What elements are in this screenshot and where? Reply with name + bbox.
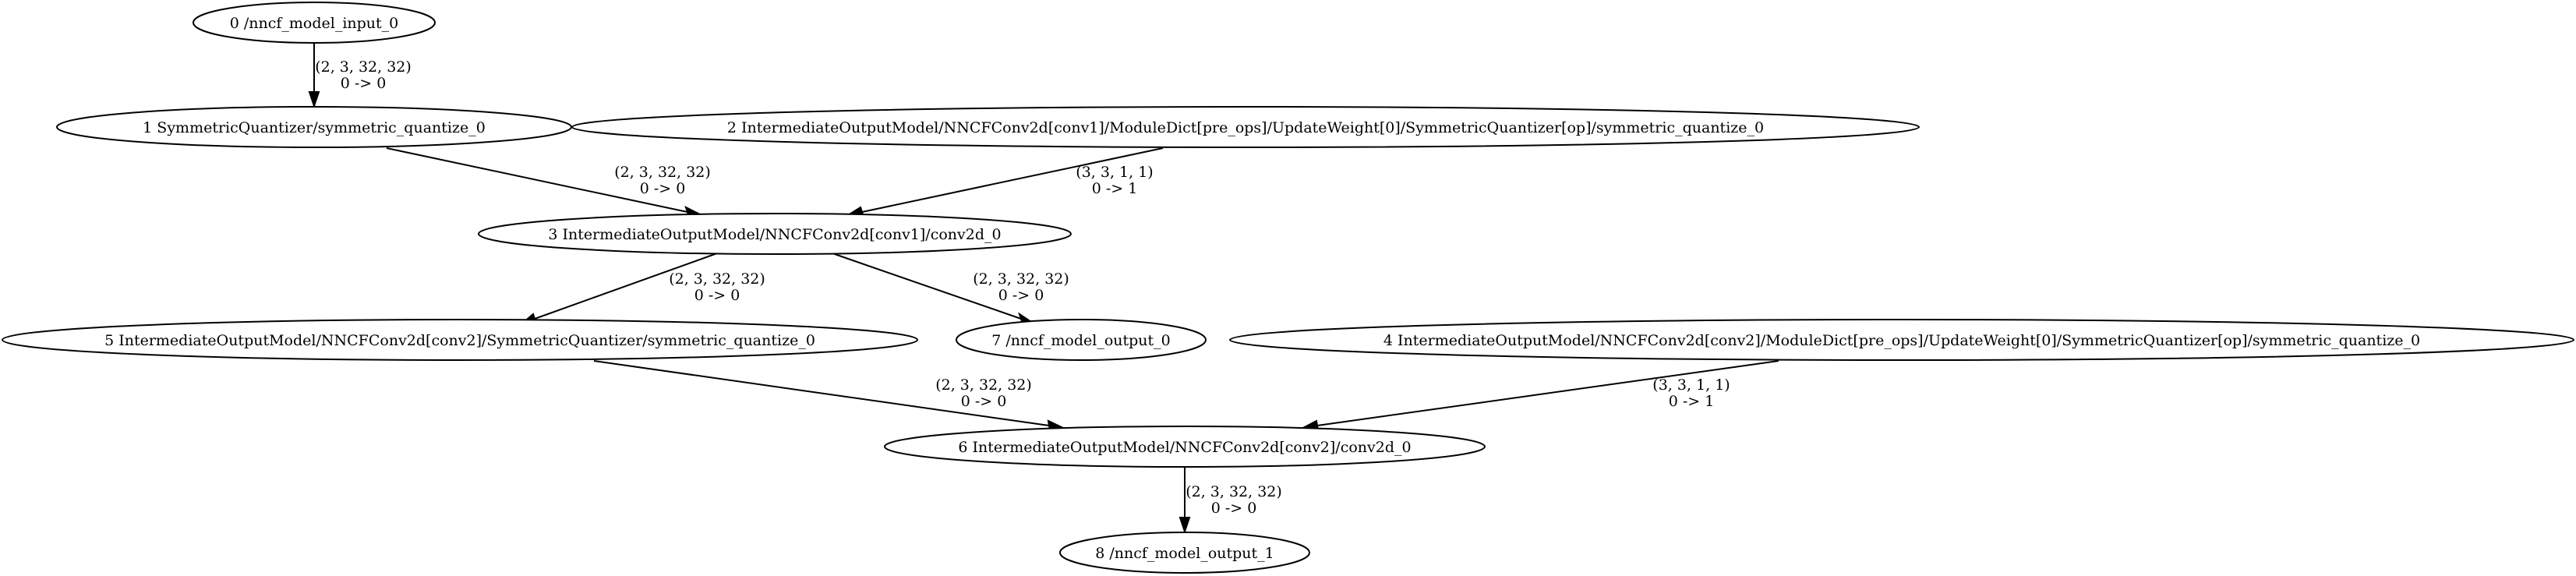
edge-ports-label: 0 -> 1: [1669, 393, 1715, 410]
edge-ports-label: 0 -> 0: [998, 287, 1044, 304]
graph-node: 4 IntermediateOutputModel/NNCFConv2d[con…: [1229, 319, 2574, 361]
edge-shape-label: (2, 3, 32, 32): [614, 164, 711, 181]
graph-node: 7 /nncf_model_output_0: [956, 319, 1207, 361]
edge-3-to-7: (2, 3, 32, 32) 0 -> 0: [832, 253, 1069, 324]
edge-ports-label: 0 -> 0: [694, 287, 740, 304]
node-label: 8 /nncf_model_output_1: [1095, 545, 1274, 562]
edge-1-to-3: (2, 3, 32, 32) 0 -> 0: [386, 147, 711, 218]
edge-0-to-1: (2, 3, 32, 32) 0 -> 0: [308, 44, 412, 109]
edge-ports-label: 0 -> 0: [341, 75, 387, 92]
edge-shape-label: (2, 3, 32, 32): [1186, 483, 1282, 500]
node-label: 7 /nncf_model_output_0: [991, 332, 1171, 349]
node-label: 3 IntermediateOutputModel/NNCFConv2d[con…: [548, 226, 1001, 243]
edge-ports-label: 0 -> 1: [1092, 180, 1138, 197]
node-label: 2 IntermediateOutputModel/NNCFConv2d[con…: [727, 119, 1764, 136]
edge-4-to-6: (3, 3, 1, 1) 0 -> 1: [1299, 360, 1779, 432]
edge-shape-label: (2, 3, 32, 32): [669, 270, 765, 288]
edge-shape-label: (3, 3, 1, 1): [1652, 376, 1730, 394]
node-label: 6 IntermediateOutputModel/NNCFConv2d[con…: [958, 439, 1411, 456]
graph-node: 1 SymmetricQuantizer/symmetric_quantize_…: [56, 106, 572, 148]
node-label: 0 /nncf_model_input_0: [230, 15, 399, 32]
edge-ports-label: 0 -> 0: [961, 393, 1007, 410]
edge-shape-label: (3, 3, 1, 1): [1076, 164, 1153, 181]
graph-node: 6 IntermediateOutputModel/NNCFConv2d[con…: [884, 426, 1486, 468]
node-label: 5 IntermediateOutputModel/NNCFConv2d[con…: [104, 332, 815, 349]
node-label: 4 IntermediateOutputModel/NNCFConv2d[con…: [1383, 332, 2420, 349]
edge-shape-label: (2, 3, 32, 32): [315, 58, 412, 76]
graph-node: 3 IntermediateOutputModel/NNCFConv2d[con…: [478, 213, 1072, 255]
node-label: 1 SymmetricQuantizer/symmetric_quantize_…: [143, 119, 486, 136]
edge-6-to-8: (2, 3, 32, 32) 0 -> 0: [1178, 468, 1282, 535]
edge-5-to-6: (2, 3, 32, 32) 0 -> 0: [593, 360, 1068, 432]
edge-shape-label: (2, 3, 32, 32): [973, 270, 1069, 288]
edge-2-to-3: (3, 3, 1, 1) 0 -> 1: [845, 147, 1164, 218]
graph-node: 8 /nncf_model_output_1: [1059, 532, 1310, 574]
graph-node: 5 IntermediateOutputModel/NNCFConv2d[con…: [2, 319, 918, 361]
edge-ports-label: 0 -> 0: [640, 180, 686, 197]
graph-node: 0 /nncf_model_input_0: [193, 2, 436, 44]
graph-node: 2 IntermediateOutputModel/NNCFConv2d[con…: [571, 106, 1920, 148]
edge-shape-label: (2, 3, 32, 32): [935, 376, 1032, 394]
edge-ports-label: 0 -> 0: [1211, 500, 1257, 517]
edge-3-to-5: (2, 3, 32, 32) 0 -> 0: [520, 253, 765, 324]
